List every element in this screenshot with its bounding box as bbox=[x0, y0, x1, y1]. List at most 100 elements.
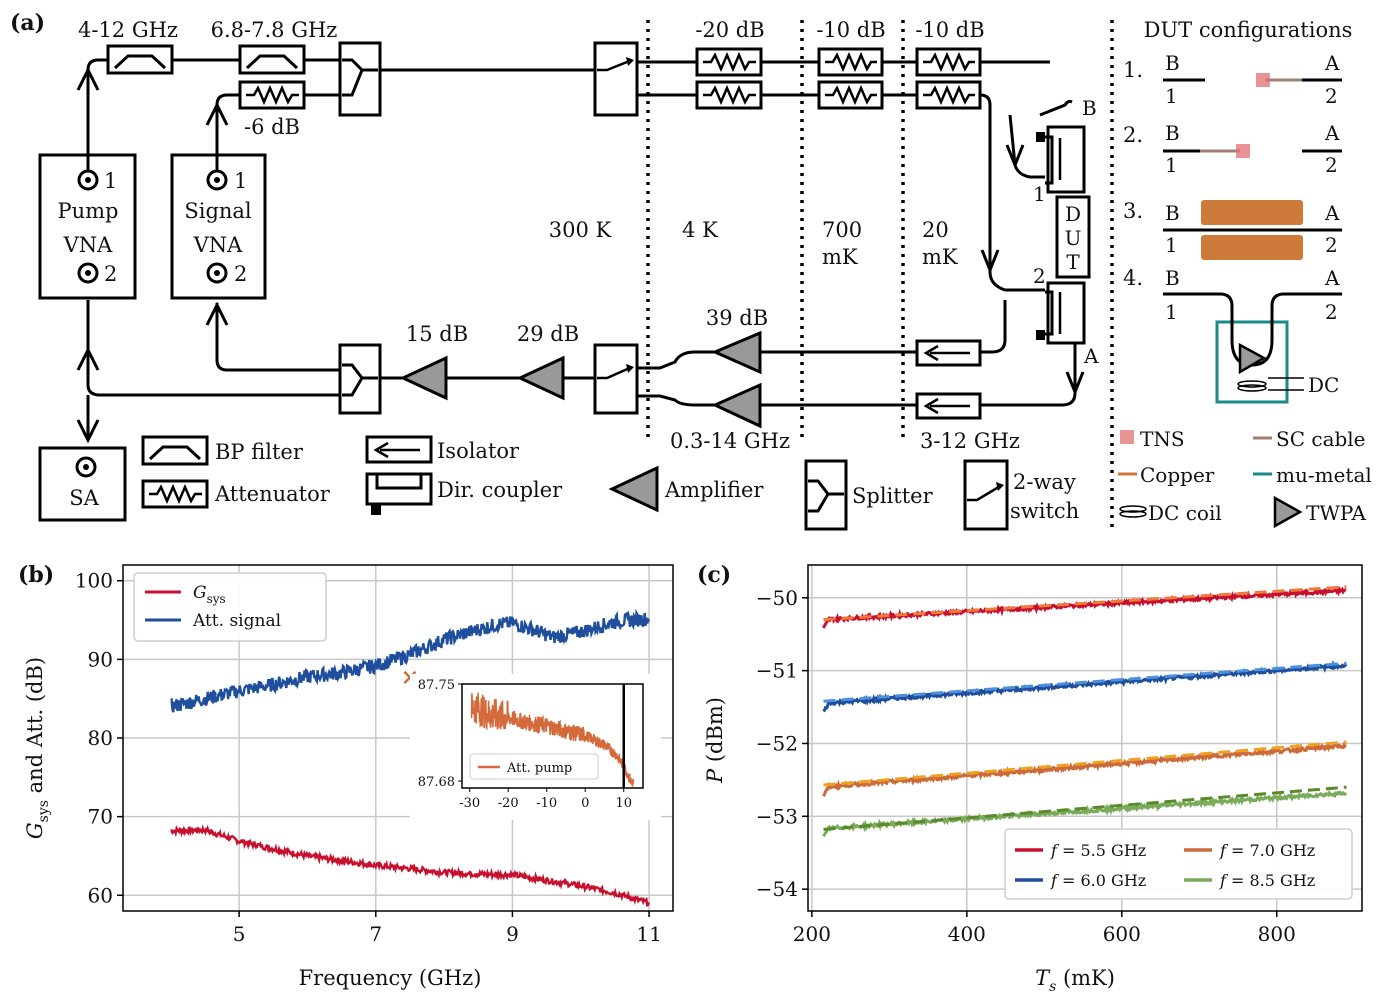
legend-box bbox=[133, 572, 327, 642]
legend-isolator: Isolator bbox=[365, 435, 520, 464]
svg-text:Amplifier: Amplifier bbox=[664, 478, 764, 502]
svg-text:B: B bbox=[1165, 201, 1180, 225]
svg-text:2: 2 bbox=[1325, 233, 1338, 257]
x-tick-label: 9 bbox=[506, 922, 519, 946]
inset-x-tick-label: 10 bbox=[615, 796, 632, 811]
x-tick-label: 400 bbox=[948, 922, 986, 946]
amp-29-label: 29 dB bbox=[517, 322, 579, 346]
svg-text:1: 1 bbox=[1165, 84, 1178, 108]
y-tick-label: −54 bbox=[756, 877, 798, 901]
svg-text:TWPA: TWPA bbox=[1306, 501, 1367, 525]
temp-20-a: 20 bbox=[922, 218, 949, 242]
svg-text:A: A bbox=[1324, 266, 1340, 290]
temp-4k: 4 K bbox=[682, 218, 718, 242]
legend-splitter: Splitter bbox=[804, 459, 934, 531]
svg-text:B: B bbox=[1165, 266, 1180, 290]
panel-c-label: (c) bbox=[697, 562, 731, 588]
x-tick-label: 600 bbox=[1103, 922, 1141, 946]
splitter-bottom bbox=[338, 343, 382, 415]
svg-text:D: D bbox=[1065, 202, 1081, 226]
inset-x-tick-label: 0 bbox=[581, 796, 589, 811]
inset-legend-box bbox=[469, 753, 599, 780]
schematic-wires bbox=[76, 58, 1085, 444]
attenuator-zigzags bbox=[703, 51, 975, 106]
svg-text:T: T bbox=[1066, 250, 1080, 274]
legend-bp-filter: BP filter bbox=[141, 435, 304, 466]
svg-text:VNA: VNA bbox=[193, 233, 244, 257]
inset-frame bbox=[461, 683, 644, 789]
svg-text:1: 1 bbox=[1165, 153, 1178, 177]
svg-text:U: U bbox=[1065, 226, 1082, 250]
pump-vna-box: 1 Pump VNA 2 bbox=[38, 153, 137, 300]
inset-y-tick-label: 87.75 bbox=[418, 678, 455, 693]
svg-text:VNA: VNA bbox=[63, 233, 114, 257]
dut-config-3: 3. B 1 A 2 bbox=[1123, 199, 1342, 260]
legend-label: Gsys bbox=[193, 583, 226, 606]
isolator-lower bbox=[915, 392, 982, 420]
att6-label: -6 dB bbox=[244, 115, 300, 139]
dir-coupler-1 bbox=[1036, 125, 1086, 194]
signal-vna-box: 1 Signal VNA 2 bbox=[170, 153, 267, 300]
svg-text:2: 2 bbox=[104, 262, 117, 286]
fit-line bbox=[823, 740, 1347, 787]
bp1-label: 4-12 GHz bbox=[78, 18, 178, 42]
port-b-label: B bbox=[1082, 96, 1097, 120]
svg-text:Copper: Copper bbox=[1140, 463, 1215, 487]
svg-text:TNS: TNS bbox=[1140, 427, 1185, 451]
svg-text:A: A bbox=[1324, 121, 1340, 145]
coupler-1-label: 1 bbox=[1033, 182, 1046, 206]
svg-text:switch: switch bbox=[1010, 499, 1079, 523]
dut-config-4: 4. B 1 A 2 DC bbox=[1123, 266, 1342, 404]
svg-text:2: 2 bbox=[234, 262, 247, 286]
inset-legend-label: Att. pump bbox=[506, 761, 572, 776]
svg-text:Splitter: Splitter bbox=[852, 484, 934, 508]
legend-attenuator: Attenuator bbox=[141, 479, 331, 509]
y-tick-label: 90 bbox=[88, 647, 113, 671]
series-line bbox=[170, 824, 650, 907]
svg-text:A: A bbox=[1324, 51, 1340, 75]
att20-label: -20 dB bbox=[695, 18, 764, 42]
series-line bbox=[822, 789, 1348, 838]
y-tick-label: 70 bbox=[88, 805, 113, 829]
dut-config-title: DUT configurations bbox=[1144, 18, 1353, 42]
x-tick-label: 7 bbox=[369, 922, 382, 946]
temp-700-a: 700 bbox=[822, 218, 862, 242]
y-tick-label: 80 bbox=[88, 726, 113, 750]
svg-text:2: 2 bbox=[1325, 300, 1338, 324]
amp-39-label: 39 dB bbox=[706, 306, 768, 330]
dut-config-1: 1. B 1 A 2 bbox=[1123, 51, 1342, 108]
inset-series-line bbox=[470, 692, 635, 787]
legend-box bbox=[1004, 828, 1353, 900]
legend-label: Att. signal bbox=[192, 611, 281, 631]
x-tick-label: 800 bbox=[1258, 922, 1296, 946]
splitter-top bbox=[338, 41, 382, 117]
svg-text:Attenuator: Attenuator bbox=[214, 482, 331, 506]
svg-text:2: 2 bbox=[1325, 153, 1338, 177]
fit-line bbox=[823, 785, 1347, 831]
svg-text:A: A bbox=[1324, 201, 1340, 225]
temp-20-b: mK bbox=[922, 245, 958, 269]
chart-b-xlabel: Frequency (GHz) bbox=[299, 966, 482, 990]
inset-y-tick-label: 87.68 bbox=[418, 775, 455, 790]
svg-text:DC: DC bbox=[1308, 373, 1339, 397]
band-high-label: 3-12 GHz bbox=[920, 429, 1020, 453]
series-line bbox=[822, 586, 1347, 629]
fit-line bbox=[823, 585, 1347, 622]
att10a-label: -10 dB bbox=[816, 18, 885, 42]
y-tick-label: −50 bbox=[756, 586, 798, 610]
svg-text:1: 1 bbox=[1165, 300, 1178, 324]
temp-700-b: mK bbox=[822, 245, 858, 269]
svg-text:BP filter: BP filter bbox=[215, 440, 304, 464]
chart-b-ylabel: Gsys and Att. (dB) bbox=[23, 657, 52, 839]
svg-text:SA: SA bbox=[69, 486, 99, 510]
svg-text:Pump: Pump bbox=[57, 199, 118, 223]
sa-box: SA bbox=[38, 446, 127, 522]
svg-text:Signal: Signal bbox=[184, 199, 252, 223]
svg-text:4.: 4. bbox=[1123, 266, 1143, 290]
isolator-upper bbox=[915, 339, 982, 367]
bp2-label: 6.8-7.8 GHz bbox=[211, 18, 338, 42]
chart-c-xlabel: Ts (mK) bbox=[1035, 966, 1115, 995]
x-tick-label: 5 bbox=[233, 922, 246, 946]
